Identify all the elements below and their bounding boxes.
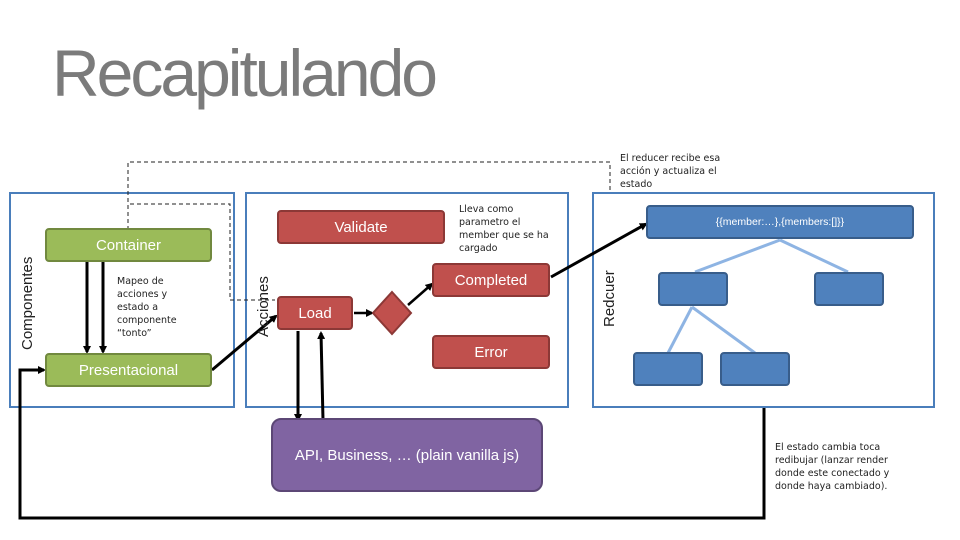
arrow-decision-completed	[407, 282, 434, 306]
presentacional-box: Presentacional	[45, 353, 212, 387]
arrow-completed-state	[550, 222, 648, 279]
tree-line-1	[694, 238, 781, 274]
api-box: API, Business, … (plain vanilla js)	[271, 418, 543, 492]
page-title: Recapitulando	[52, 36, 438, 110]
decision-diamond	[371, 290, 413, 336]
completed-box: Completed	[432, 263, 550, 297]
state-root-box: {{member:…},{members:[]}}	[646, 205, 914, 239]
arrow-render-loop	[18, 366, 766, 520]
acciones-label: Acciones	[255, 276, 272, 337]
error-box: Error	[432, 335, 550, 369]
tree-line-4	[691, 305, 756, 355]
dashed-connector-top	[127, 161, 611, 230]
validate-box: Validate	[277, 210, 445, 244]
redcuer-label: Redcuer	[601, 270, 618, 327]
tree-line-2	[779, 238, 849, 274]
tree-node-leaf-2	[720, 352, 790, 386]
tree-node-left	[658, 272, 728, 306]
arrow-api-load	[317, 331, 326, 421]
load-box: Load	[277, 296, 353, 330]
tree-node-leaf-1	[633, 352, 703, 386]
note-mapeo: Mapeo de acciones y estado a componente …	[117, 276, 177, 339]
tree-line-3	[666, 306, 694, 354]
note-lleva: Lleva como parametro el member que se ha…	[459, 204, 549, 254]
componentes-label: Componentes	[19, 256, 36, 350]
note-reducer: El reducer recibe esa acción y actualiza…	[620, 153, 721, 190]
arrow-presentacional-load	[211, 314, 278, 372]
container-box: Container	[45, 228, 212, 262]
tree-node-right	[814, 272, 884, 306]
dashed-connector-mapeo	[130, 203, 275, 301]
note-estado: El estado cambia toca redibujar (lanzar …	[775, 442, 890, 492]
